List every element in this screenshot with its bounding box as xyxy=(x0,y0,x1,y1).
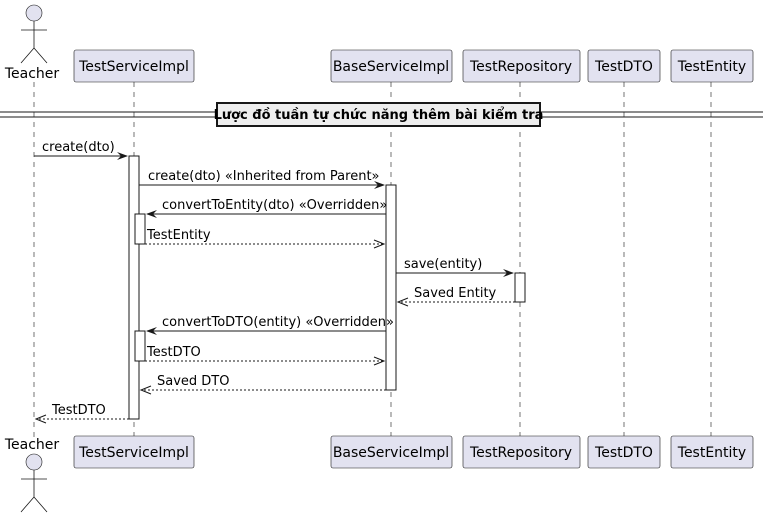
message-convert-to-dto: convertToDTO(entity) «Overridden» xyxy=(146,315,394,335)
activation-testrepository xyxy=(514,272,526,303)
actor-teacher-bottom: Teacher xyxy=(4,437,60,513)
participant-label: TestServiceImpl xyxy=(78,445,189,461)
actor-body-icon xyxy=(20,21,48,64)
message-return-testdto-teacher: TestDTO xyxy=(34,403,129,424)
activation-testserviceimpl-nested xyxy=(134,213,146,245)
participant-label: TestEntity xyxy=(677,59,746,75)
participant-label: BaseServiceImpl xyxy=(333,59,449,75)
actor-head-icon xyxy=(25,4,43,22)
message-label: Saved DTO xyxy=(157,374,229,389)
divider: Lược đồ tuần tự chức năng thêm bài kiểm … xyxy=(0,102,763,127)
message-create: create(dto) xyxy=(34,140,128,160)
participant-baseserviceimpl-top: BaseServiceImpl xyxy=(330,49,453,83)
actor-label-top: Teacher xyxy=(4,66,60,82)
message-label: create(dto) «Inherited from Parent» xyxy=(148,169,380,184)
actor-label-bottom: Teacher xyxy=(4,437,60,453)
message-label: Saved Entity xyxy=(414,286,497,301)
participant-testentity-bottom: TestEntity xyxy=(670,435,754,469)
participant-baseserviceimpl-bottom: BaseServiceImpl xyxy=(330,435,453,469)
message-label: TestDTO xyxy=(146,345,201,360)
participant-testrepository-top: TestRepository xyxy=(462,49,581,83)
message-label: TestDTO xyxy=(51,403,106,418)
participant-label: TestDTO xyxy=(594,445,653,461)
actor-teacher-top: Teacher xyxy=(4,4,60,82)
activation-testserviceimpl xyxy=(128,155,140,420)
participant-label: TestEntity xyxy=(677,445,746,461)
participant-testentity-top: TestEntity xyxy=(670,49,754,83)
message-convert-to-entity: convertToEntity(dto) «Overridden» xyxy=(146,198,387,218)
participant-testrepository-bottom: TestRepository xyxy=(462,435,581,469)
participant-testserviceimpl-top: TestServiceImpl xyxy=(73,49,195,83)
message-label: convertToDTO(entity) «Overridden» xyxy=(162,315,394,330)
participant-label: TestRepository xyxy=(469,445,572,461)
activation-testserviceimpl-nested xyxy=(134,330,146,362)
activation-baseserviceimpl xyxy=(385,184,397,391)
message-save: save(entity) xyxy=(396,257,514,277)
participant-testdto-bottom: TestDTO xyxy=(587,435,661,469)
message-label: TestEntity xyxy=(146,228,211,243)
actor-body-icon xyxy=(20,470,48,513)
message-label: save(entity) xyxy=(404,257,482,272)
message-label: convertToEntity(dto) «Overridden» xyxy=(162,198,387,213)
participant-label: TestRepository xyxy=(469,59,572,75)
participant-testserviceimpl-bottom: TestServiceImpl xyxy=(73,435,195,469)
participant-label: TestServiceImpl xyxy=(78,59,189,75)
message-label: create(dto) xyxy=(42,140,115,155)
message-return-saved-entity: Saved Entity xyxy=(396,286,515,307)
participant-label: TestDTO xyxy=(594,59,653,75)
actor-head-icon xyxy=(25,453,43,471)
message-create-inherited: create(dto) «Inherited from Parent» xyxy=(139,169,385,189)
divider-title: Lược đồ tuần tự chức năng thêm bài kiểm … xyxy=(214,107,544,123)
participant-testdto-top: TestDTO xyxy=(587,49,661,83)
message-return-testdto: TestDTO xyxy=(145,345,386,366)
message-return-saved-dto: Saved DTO xyxy=(139,374,386,395)
message-return-testentity: TestEntity xyxy=(145,228,386,249)
participant-label: BaseServiceImpl xyxy=(333,445,449,461)
